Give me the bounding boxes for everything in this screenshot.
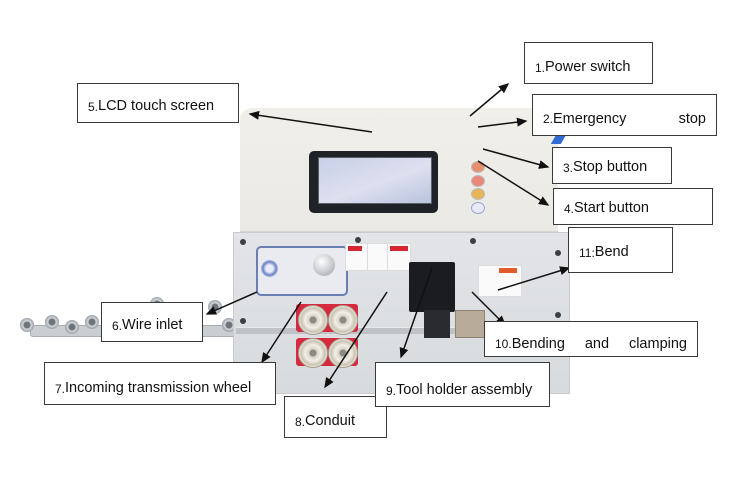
screw [355, 237, 361, 243]
callout-bend: 11:Bend [568, 227, 673, 273]
callout-text: Start button [574, 200, 649, 216]
callout-text: and [584, 336, 610, 352]
tool-holder-assembly [409, 262, 455, 312]
callout-number: 6. [112, 319, 123, 333]
callout-number: 4. [564, 202, 575, 216]
guide-roller [208, 300, 222, 314]
callout-number: 8. [295, 415, 306, 429]
callout-number: 3. [563, 161, 574, 175]
transmission-wheel [328, 305, 358, 335]
callout-text: Incoming transmission wheel [65, 380, 252, 396]
callout-number: 7. [55, 382, 66, 396]
warning-sticker [367, 243, 389, 271]
screw [240, 239, 246, 245]
callout-text: clamping [628, 336, 687, 352]
guide-roller [45, 315, 59, 329]
callout-number: 5. [88, 100, 99, 114]
callout-text: Emergency [553, 111, 627, 127]
transmission-wheel [298, 338, 328, 368]
callout-text: Bending [511, 336, 565, 352]
lcd-touch-screen[interactable] [318, 157, 432, 204]
callout-text: Bend [594, 244, 629, 260]
callout-text: Tool holder assembly [396, 382, 533, 398]
callout-power-switch: 1.Power switch [524, 42, 653, 84]
guide-roller [85, 315, 99, 329]
callout-wire-inlet: 6.Wire inlet [101, 302, 203, 342]
guide-roller [222, 318, 236, 332]
callout-text: Conduit [305, 413, 355, 429]
bending-clamp [455, 310, 485, 338]
callout-incoming-transmission-wheel: 7.Incoming transmission wheel [44, 362, 276, 405]
callout-lcd-touch-screen: 5.LCD touch screen [77, 83, 239, 123]
screw [555, 250, 561, 256]
callout-text: Wire inlet [122, 317, 183, 333]
indicator-light-pause[interactable] [471, 188, 485, 200]
indicator-light-stop[interactable] [471, 161, 485, 173]
callout-number: 1. [535, 61, 546, 75]
callout-text: LCD touch screen [98, 98, 215, 114]
warning-sticker [345, 243, 369, 271]
transmission-wheel [328, 338, 358, 368]
tool-holder-lower [424, 310, 450, 338]
transmission-wheel [298, 305, 328, 335]
callout-number: 2. [543, 112, 554, 126]
callout-text: Stop button [573, 159, 648, 175]
callout-number: 9. [386, 384, 397, 398]
speed-knob[interactable] [313, 254, 335, 276]
callout-number: 10. [495, 337, 512, 351]
guide-roller [65, 320, 79, 334]
indicator-light-start[interactable] [471, 175, 485, 187]
callout-start-button: 4.Start button [553, 188, 713, 225]
callout-text: Power switch [545, 59, 631, 75]
indicator-light-power[interactable] [471, 202, 485, 214]
callout-tool-holder-assembly: 9.Tool holder assembly [375, 362, 550, 407]
guide-roller [20, 318, 34, 332]
callout-conduit: 8. Conduit [284, 396, 387, 438]
screw [240, 318, 246, 324]
callout-emergency-stop: 2.Emergency stop [532, 94, 717, 136]
screw [555, 312, 561, 318]
callout-stop-button: 3.Stop button [552, 147, 672, 184]
screw [470, 238, 476, 244]
callout-number: 11: [579, 246, 595, 260]
bend-warning-sticker [478, 265, 522, 297]
callout-text: stop [678, 111, 706, 127]
danger-sticker [387, 243, 411, 271]
callout-bending-and-clamping: 10.Bending and clamping [484, 321, 698, 357]
blue-push-button[interactable] [261, 260, 278, 277]
